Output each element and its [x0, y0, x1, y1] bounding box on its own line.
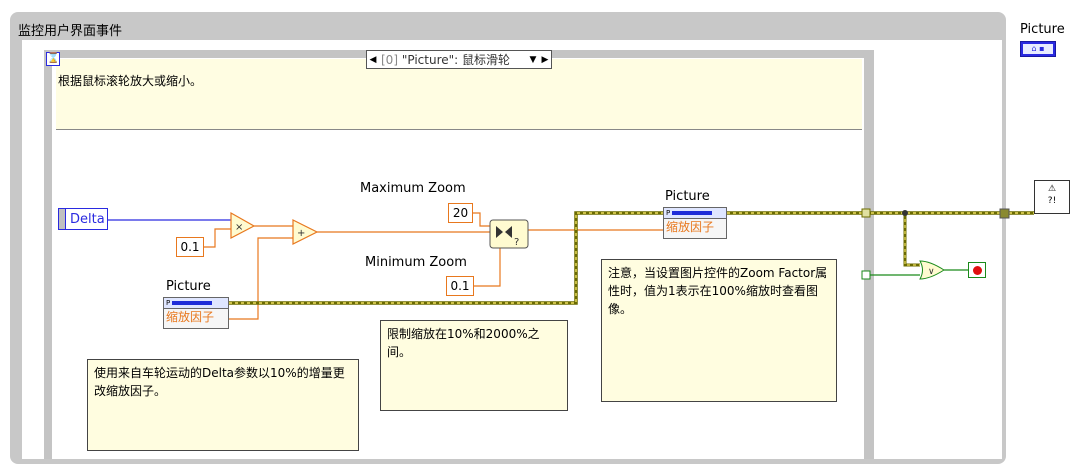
selector-dropdown-icon[interactable]: ▼ — [529, 54, 537, 65]
zoom-step-constant[interactable]: 0.1 — [176, 237, 204, 257]
picture-property-node-write[interactable]: P 缩放因子 — [663, 207, 727, 239]
picture-read-label: Picture — [166, 279, 211, 294]
max-zoom-constant[interactable]: 20 — [448, 203, 473, 223]
or-node: ∨ — [919, 260, 945, 280]
svg-text:∨: ∨ — [928, 267, 935, 277]
max-zoom-label: Maximum Zoom — [360, 181, 466, 196]
error-handler-icon[interactable]: ⚠?! — [1034, 180, 1070, 214]
clamp-comment: 限制缩放在10%和2000%之间。 — [380, 320, 568, 411]
event-description-text: 根据鼠标滚轮放大或缩小。 — [58, 74, 203, 88]
min-zoom-constant[interactable]: 0.1 — [446, 276, 474, 296]
event-description-panel — [56, 59, 862, 130]
step-wire — [203, 228, 231, 248]
zoom-factor-write-property[interactable]: 缩放因子 — [666, 220, 715, 234]
timeout-hourglass-icon[interactable]: ⌛ — [46, 52, 60, 66]
error-branch-wire — [903, 213, 920, 267]
while-loop-title: 监控用户界面事件 — [18, 24, 123, 39]
event-case-selector[interactable]: ◀ [0] "Picture": 鼠标滑轮 ▼ ▶ — [366, 50, 552, 69]
min-zoom-label: Minimum Zoom — [365, 255, 467, 270]
zoom-read-wire — [229, 237, 293, 320]
selector-next-arrow-icon[interactable]: ▶ — [541, 54, 549, 65]
max-wire — [473, 212, 490, 227]
selector-prev-arrow-icon[interactable]: ◀ — [369, 54, 377, 65]
delta-comment: 使用来自车轮运动的Delta参数以10%的增量更改缩放因子。 — [87, 359, 359, 451]
in-range-coerce-node: ? — [489, 219, 529, 249]
picture-control-icon[interactable]: ⌂ ▪ — [1020, 41, 1056, 57]
delta-event-terminal[interactable]: Delta — [58, 208, 108, 230]
svg-text:+: + — [297, 228, 305, 239]
picture-property-node-read[interactable]: P 缩放因子 — [163, 297, 229, 329]
picture-control-label: Picture — [1020, 22, 1065, 37]
zoom-factor-read-property[interactable]: 缩放因子 — [166, 310, 215, 324]
zoom-factor-comment: 注意，当设置图片控件的Zoom Factor属性时，值为1表示在100%缩放时查… — [601, 259, 837, 402]
svg-text:×: × — [235, 222, 243, 233]
event-case-label: [0] "Picture": 鼠标滑轮 — [381, 53, 510, 67]
svg-text:?: ? — [514, 237, 519, 248]
multiply-node: × — [230, 211, 256, 239]
picture-write-label: Picture — [665, 189, 710, 204]
stop-terminal-icon[interactable] — [968, 262, 986, 278]
min-wire — [473, 248, 501, 287]
add-node: + — [292, 219, 319, 245]
